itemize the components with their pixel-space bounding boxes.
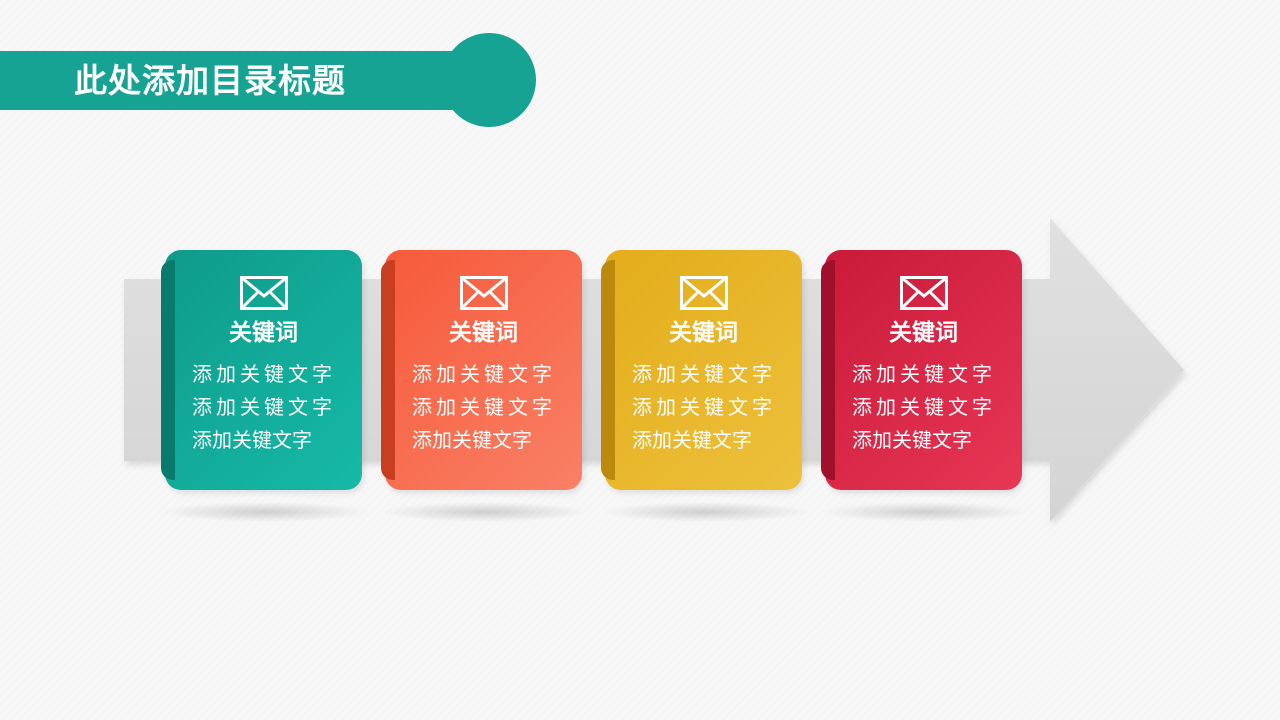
title-banner-circle <box>442 33 536 127</box>
card-shadow <box>160 502 370 522</box>
card-line: 添加关键文字 <box>412 362 556 386</box>
card-fold <box>161 260 175 480</box>
card-line: 添加关键文字 <box>852 428 972 452</box>
card-line: 添加关键文字 <box>412 428 532 452</box>
envelope-icon <box>899 276 948 310</box>
card-line: 添加关键文字 <box>412 395 556 419</box>
card-line: 添加关键文字 <box>632 395 776 419</box>
card-line: 添加关键文字 <box>632 362 776 386</box>
card-keyword: 关键词 <box>229 320 298 346</box>
card-shadow <box>380 502 590 522</box>
card-line: 添加关键文字 <box>192 395 336 419</box>
card-description: 添加关键文字 添加关键文字 添加关键文字 <box>412 358 574 457</box>
card-keyword: 关键词 <box>669 320 738 346</box>
card-line: 添加关键文字 <box>632 428 752 452</box>
step-card-3: 关键词 添加关键文字 添加关键文字 添加关键文字 <box>601 250 802 490</box>
card-line: 添加关键文字 <box>852 362 996 386</box>
step-card-1: 关键词 添加关键文字 添加关键文字 添加关键文字 <box>161 250 362 490</box>
card-description: 添加关键文字 添加关键文字 添加关键文字 <box>192 358 354 457</box>
card-shadow <box>820 502 1030 522</box>
envelope-icon <box>459 276 508 310</box>
card-line: 添加关键文字 <box>852 395 996 419</box>
card-line: 添加关键文字 <box>192 362 336 386</box>
step-card-4: 关键词 添加关键文字 添加关键文字 添加关键文字 <box>821 250 1022 490</box>
card-keyword: 关键词 <box>449 320 518 346</box>
card-line: 添加关键文字 <box>192 428 312 452</box>
card-fold <box>381 260 395 480</box>
card-description: 添加关键文字 添加关键文字 添加关键文字 <box>632 358 794 457</box>
card-fold <box>821 260 835 480</box>
card-description: 添加关键文字 添加关键文字 添加关键文字 <box>852 358 1014 457</box>
card-fold <box>601 260 615 480</box>
envelope-icon <box>239 276 288 310</box>
page-title: 此处添加目录标题 <box>74 61 346 100</box>
envelope-icon <box>679 276 728 310</box>
title-banner <box>0 51 495 110</box>
step-card-2: 关键词 添加关键文字 添加关键文字 添加关键文字 <box>381 250 582 490</box>
card-keyword: 关键词 <box>889 320 958 346</box>
card-shadow <box>600 502 810 522</box>
